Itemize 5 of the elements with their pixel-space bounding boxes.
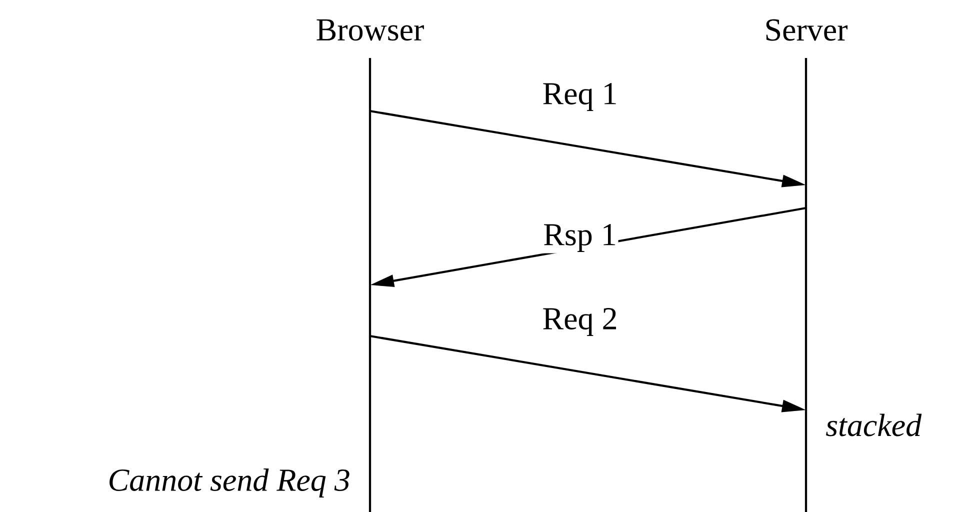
- message-label: Rsp 1: [542, 222, 618, 254]
- note: Cannot send Req 3: [110, 468, 350, 498]
- message-label: Req 2: [540, 306, 620, 338]
- note: stacked: [826, 414, 922, 436]
- message-label: Req 1: [540, 82, 620, 112]
